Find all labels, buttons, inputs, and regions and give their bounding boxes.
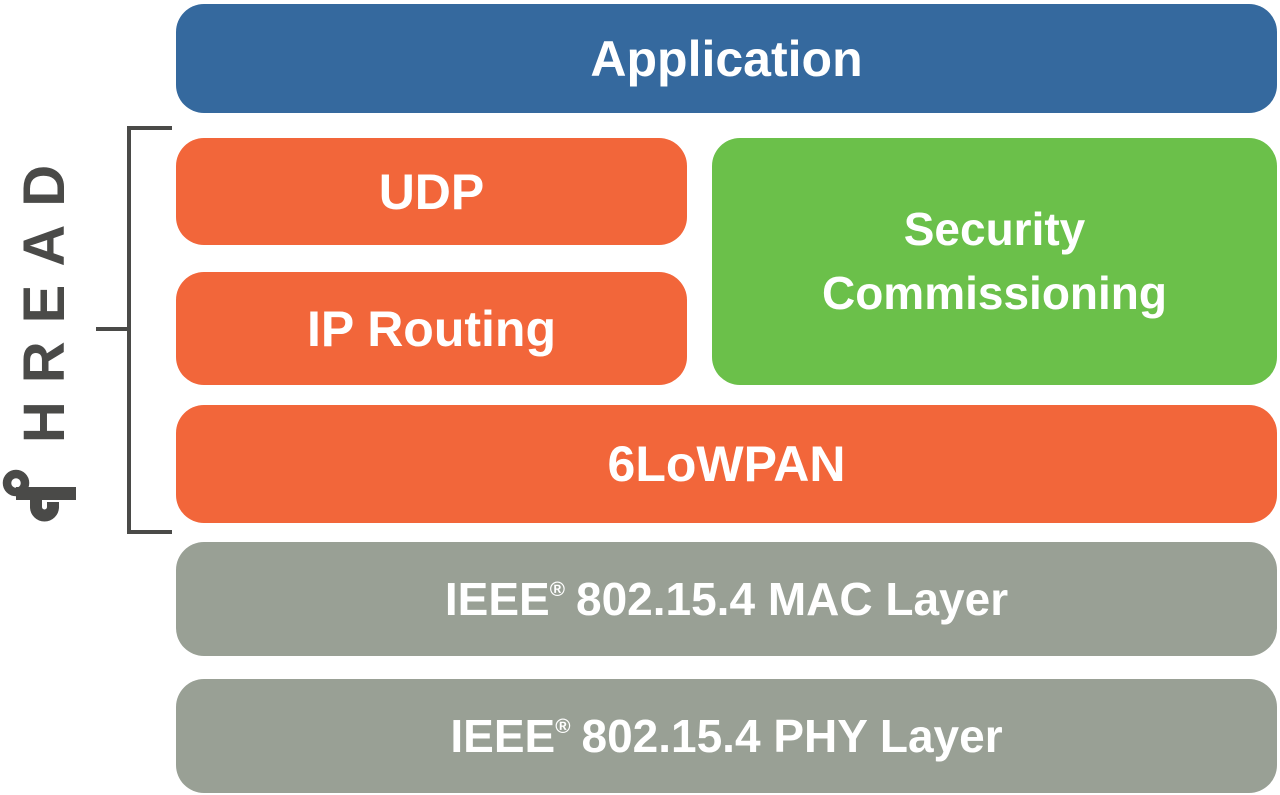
layer-6lowpan: 6LoWPAN xyxy=(176,405,1277,523)
phy-suffix: 802.15.4 PHY Layer xyxy=(581,710,1003,762)
layer-ieee-phy: IEEE® 802.15.4 PHY Layer xyxy=(176,679,1277,793)
thread-scope-bracket-top xyxy=(127,126,172,130)
layer-6lowpan-label: 6LoWPAN xyxy=(607,436,846,492)
mac-registered-mark: ® xyxy=(549,577,565,601)
thread-scope-bracket-bottom xyxy=(127,530,172,534)
layer-ip-routing: IP Routing xyxy=(176,272,687,385)
phy-registered-mark: ® xyxy=(555,714,571,738)
layer-udp-label: UDP xyxy=(378,163,485,220)
layer-application: Application xyxy=(176,4,1277,113)
mac-prefix: IEEE xyxy=(444,573,550,625)
layer-udp: UDP xyxy=(176,138,687,245)
security-line2: Commissioning xyxy=(821,266,1168,319)
layer-security-commissioning-label: Security Commissioning xyxy=(822,198,1167,325)
phy-prefix: IEEE xyxy=(450,710,556,762)
layer-security-commissioning: Security Commissioning xyxy=(712,138,1277,385)
layer-ieee-mac-label: IEEE® 802.15.4 MAC Layer xyxy=(445,572,1008,626)
layer-ieee-phy-label: IEEE® 802.15.4 PHY Layer xyxy=(450,709,1002,763)
thread-scope-bracket-tick xyxy=(96,327,131,331)
security-line1: Security xyxy=(903,203,1086,256)
thread-wordmark: HREAD xyxy=(12,146,77,444)
layer-application-label: Application xyxy=(590,30,863,87)
thread-needle-icon xyxy=(2,469,76,522)
layer-ip-routing-label: IP Routing xyxy=(306,300,557,357)
layer-ieee-mac: IEEE® 802.15.4 MAC Layer xyxy=(176,542,1277,656)
mac-suffix: 802.15.4 MAC Layer xyxy=(575,573,1009,625)
